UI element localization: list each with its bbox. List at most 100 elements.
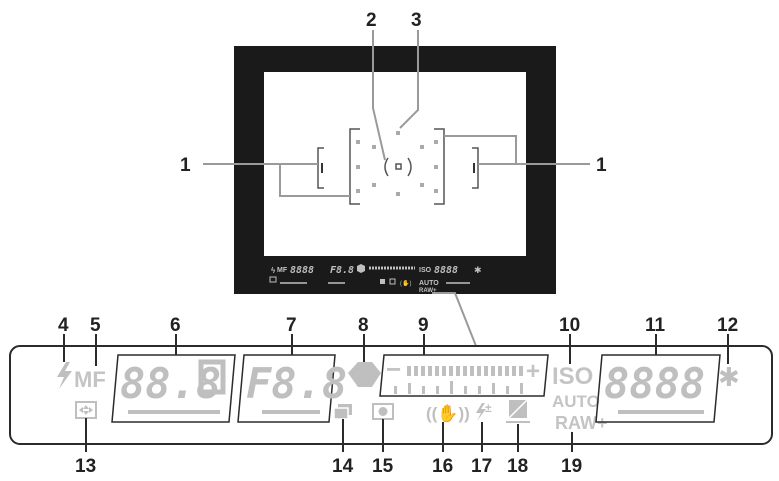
af-dot (356, 189, 360, 193)
callout-15: 15 (372, 456, 394, 477)
af-dot (434, 140, 438, 144)
exposure-scale-tick (505, 366, 509, 376)
callout-1-left: 1 (180, 155, 191, 176)
ae-lock-star-icon: ✱ (718, 362, 740, 392)
exposure-scale (394, 366, 523, 394)
mini-raw: RAW+ (419, 288, 437, 294)
exposure-scale-tick (470, 366, 474, 376)
mini-aperture: F8.8 (330, 265, 354, 276)
flash-compensation-sign: ± (485, 401, 492, 415)
shutter-fraction-mark (198, 359, 226, 395)
mini-counter: 8888 (434, 265, 458, 276)
mf-label: MF (74, 367, 106, 392)
af-dot (420, 183, 424, 187)
exposure-scale-tick (491, 366, 495, 376)
callout-16: 16 (432, 456, 453, 477)
flash-compensation-icon (476, 403, 486, 421)
mini-flash-mf: ϟ (271, 266, 276, 275)
metering-icon-center (378, 407, 388, 416)
callout-3: 3 (411, 10, 422, 31)
callout-17: 17 (471, 456, 492, 477)
exposure-minor-tick (478, 386, 481, 394)
callout-4: 4 (58, 315, 69, 336)
callout-11: 11 (645, 315, 666, 336)
leaders-lcd (63, 334, 729, 452)
callout-12: 12 (717, 315, 738, 336)
exposure-scale-tick (435, 366, 439, 376)
mini-mf-label: MF (277, 267, 288, 274)
left-af-bracket (317, 147, 324, 189)
leader-1-left-center (279, 164, 350, 197)
callout-7: 7 (286, 315, 297, 336)
counter-digits: 8888 (604, 359, 705, 408)
exposure-scale-tick (428, 366, 432, 376)
mini-shutter: 8888 (290, 265, 314, 276)
iso-auto-label: AUTO (552, 392, 600, 411)
shake-reduction-icon: ((✋)) (426, 403, 470, 423)
exposure-scale-tick (449, 366, 453, 376)
mini-focus-indicator (357, 264, 365, 273)
callout-2: 2 (366, 10, 377, 31)
spot-circle-left (384, 157, 389, 177)
center-left-bracket (349, 128, 360, 205)
drive-mode-icon-back (333, 407, 349, 420)
af-dot (396, 131, 400, 135)
af-point-arrow-left (79, 407, 83, 413)
exposure-minor-tick (394, 386, 397, 394)
exposure-minor-tick (506, 386, 509, 394)
center-af-point (395, 163, 402, 170)
af-point-arrow-up (83, 405, 89, 409)
callout-14: 14 (332, 456, 354, 477)
exposure-scale-tick (407, 366, 411, 376)
callout-8: 8 (358, 315, 369, 336)
leader-1-right-center (444, 135, 517, 164)
exposure-minor-tick (436, 386, 439, 394)
callout-numbers: 1 1 2 3 4 5 6 7 8 9 10 11 12 13 14 15 16… (58, 10, 738, 477)
exposure-scale-tick (421, 366, 425, 376)
af-dot (420, 145, 424, 149)
mini-auto: AUTO (419, 280, 439, 287)
exposure-scale-tick (463, 366, 467, 376)
aperture-digits: F8.8 (246, 359, 347, 408)
callout-19: 19 (561, 456, 582, 477)
exposure-plus: + (526, 358, 540, 385)
af-area (317, 128, 479, 205)
spot-circle-right (407, 157, 412, 177)
callout-1-right: 1 (596, 155, 607, 176)
exposure-scale-tick (414, 366, 418, 376)
exposure-major-tick (408, 383, 411, 394)
af-point-arrow-right (89, 407, 93, 413)
right-af-bracket (472, 147, 479, 189)
exposure-scale-tick (512, 366, 516, 376)
af-point-dots (356, 131, 438, 196)
af-dot (356, 165, 360, 169)
mini-af-icon (269, 276, 277, 283)
flash-icon (57, 362, 72, 389)
mini-meter-icon (389, 278, 396, 285)
exposure-scale-tick (484, 366, 488, 376)
callout-6: 6 (170, 315, 181, 336)
exposure-scale-tick (477, 366, 481, 376)
exposure-bar-frame (379, 354, 549, 397)
af-dot (372, 183, 376, 187)
viewfinder-frame (234, 46, 556, 294)
exposure-center-tick (450, 381, 453, 394)
callout-13: 13 (75, 456, 96, 477)
leaders-top (203, 30, 590, 347)
focus-indicator-icon (348, 362, 381, 387)
exposure-minus: − (386, 354, 401, 384)
lcd-panel: MF 88.8 F8.8 − (9, 345, 773, 445)
af-point-arrow-down (83, 411, 89, 415)
callout-18: 18 (507, 456, 528, 477)
callout-9: 9 (418, 315, 429, 336)
mini-iso: ISO (419, 267, 432, 274)
exposure-scale-tick (456, 366, 460, 376)
af-dot (396, 192, 400, 196)
counter-frame (595, 354, 721, 423)
af-dot (372, 145, 376, 149)
exposure-minor-tick (422, 386, 425, 394)
callout-5: 5 (90, 315, 101, 336)
shutter-speed-digits: 88.8 (120, 359, 221, 408)
exposure-major-tick (520, 383, 523, 394)
leader-mini-lcd (432, 292, 477, 347)
